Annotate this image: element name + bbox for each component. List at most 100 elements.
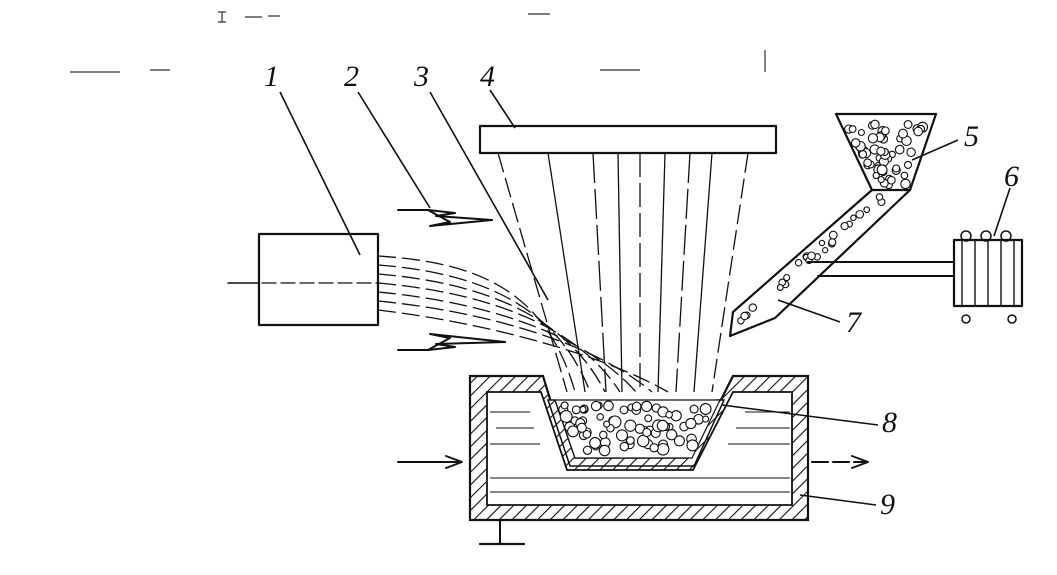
scan-artifacts: [70, 11, 766, 73]
granule: [619, 441, 630, 452]
granule: [624, 419, 637, 432]
granule: [894, 144, 905, 155]
granule: [603, 420, 611, 428]
label-7: 7: [846, 306, 863, 339]
chute-7: [728, 188, 912, 338]
water-inlet-arrow: [397, 455, 463, 469]
granule: [615, 429, 629, 442]
unit-4-plate: [478, 124, 778, 155]
leader-lines: [279, 89, 1011, 506]
granule: [828, 230, 838, 240]
jet-stream: [377, 255, 669, 393]
granule: [906, 147, 916, 158]
granule: [582, 445, 593, 455]
granule: [599, 430, 608, 440]
granule: [828, 238, 837, 247]
granule: [900, 178, 911, 190]
granule: [818, 239, 826, 247]
label-4: 4: [480, 60, 495, 93]
granule: [673, 435, 685, 447]
granule: [872, 171, 880, 180]
granule: [776, 284, 784, 291]
granule: [636, 434, 650, 448]
label-9: 9: [880, 488, 895, 521]
granule: [649, 443, 659, 453]
granule: [702, 415, 710, 423]
granule: [794, 258, 803, 267]
granule: [863, 158, 872, 168]
label-2: 2: [344, 60, 359, 93]
granule: [699, 403, 712, 415]
granule: [589, 437, 602, 449]
granule: [863, 206, 871, 214]
granule: [903, 120, 913, 129]
granule: [900, 171, 909, 180]
water-outlet-arrow: [811, 455, 869, 469]
granule: [603, 400, 614, 412]
labels: 1 2 3 4 5 6 7 8 9: [264, 60, 1019, 521]
granule: [850, 214, 857, 222]
granule: [748, 303, 758, 312]
bath-9: [468, 374, 810, 546]
granule: [877, 176, 885, 184]
granule: [881, 126, 890, 136]
granule: [858, 150, 868, 159]
label-6: 6: [1004, 160, 1019, 193]
granule: [619, 405, 629, 415]
granule: [656, 419, 669, 432]
granule: [656, 442, 670, 456]
granule: [685, 417, 697, 430]
granule: [689, 404, 699, 414]
granule: [582, 429, 592, 439]
granule: [867, 133, 879, 144]
granule: [898, 128, 908, 139]
granule: [644, 414, 653, 423]
zigzag-arrow-lower: [397, 333, 506, 351]
granule: [807, 251, 816, 261]
vibrator-6: [807, 230, 1024, 324]
granule: [887, 175, 896, 185]
zigzag-arrow-upper: [397, 209, 493, 227]
label-5: 5: [964, 120, 979, 153]
granule: [850, 138, 861, 148]
hopper-granules: [844, 119, 929, 190]
granule: [876, 164, 888, 176]
granule: [665, 410, 673, 419]
granule: [857, 128, 865, 137]
granule: [642, 427, 652, 438]
granule: [560, 401, 569, 410]
granule: [740, 311, 749, 321]
granule: [640, 400, 653, 413]
granule: [559, 410, 573, 423]
granule: [783, 274, 791, 282]
granule: [631, 401, 642, 412]
granule: [822, 247, 829, 254]
granule: [596, 413, 604, 421]
granule: [590, 400, 602, 412]
granule: [840, 221, 849, 231]
granule: [903, 160, 913, 169]
granule: [855, 209, 865, 219]
granule: [579, 405, 587, 414]
granule: [571, 405, 581, 415]
label-1: 1: [264, 60, 279, 93]
granule: [626, 436, 635, 445]
melt-pool-8: [554, 399, 721, 459]
granule: [875, 193, 884, 201]
granule: [913, 126, 924, 137]
granule: [848, 125, 857, 134]
unit-1-box: [227, 232, 380, 327]
granule: [892, 164, 901, 173]
hopper-5: [834, 112, 938, 192]
label-8: 8: [882, 406, 897, 439]
granule: [876, 146, 886, 156]
granule: [686, 439, 699, 452]
pool-granules: [558, 400, 712, 457]
granule: [576, 422, 587, 433]
granule: [598, 444, 611, 457]
beam-lines: [497, 152, 749, 393]
chute-granules: [737, 193, 886, 325]
granule: [870, 119, 880, 130]
